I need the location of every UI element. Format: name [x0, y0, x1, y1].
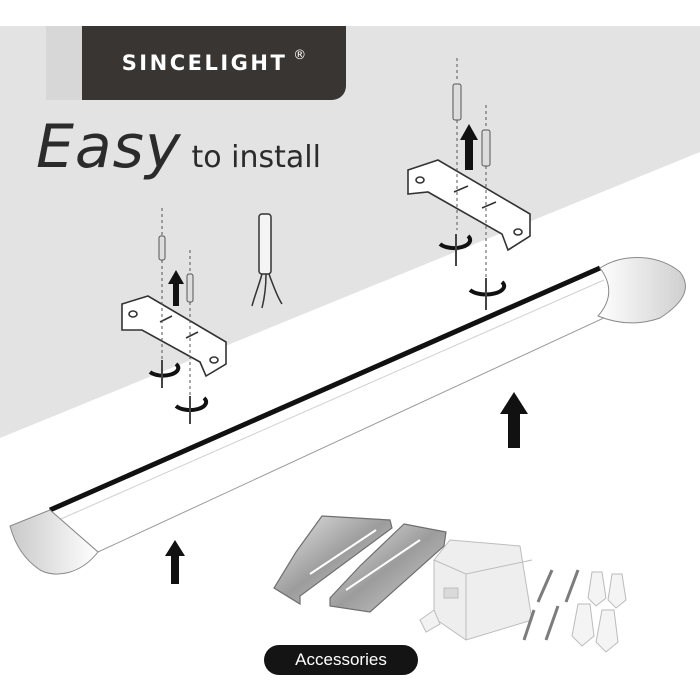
screws-and-anchors-icon — [522, 569, 580, 641]
mounting-clip-icon — [273, 515, 447, 613]
mounting-bracket-icon — [121, 295, 227, 378]
headline-rest: to install — [191, 140, 321, 175]
lamp-fixture-icon — [9, 257, 686, 575]
up-arrow-icon — [165, 124, 528, 584]
mounting-bracket-icon — [407, 159, 531, 252]
wall-plug-icon — [571, 571, 627, 653]
screw-icon — [161, 234, 487, 424]
headline-emphasis: Easy — [36, 112, 182, 182]
brand-tab — [46, 26, 82, 100]
registered-mark: ® — [293, 47, 307, 63]
accessories-label: Accessories — [295, 650, 387, 669]
wire-connector-icon — [251, 213, 283, 309]
anchor-screw-icon — [158, 58, 491, 412]
terminal-box-icon — [419, 539, 533, 641]
brand-badge: SINCELIGHT ® — [82, 26, 346, 100]
accessories-badge: Accessories — [264, 645, 418, 675]
brand-name: SINCELIGHT — [121, 51, 288, 75]
rotate-arrow-icon — [148, 234, 507, 413]
headline: Easy to install — [36, 112, 321, 192]
